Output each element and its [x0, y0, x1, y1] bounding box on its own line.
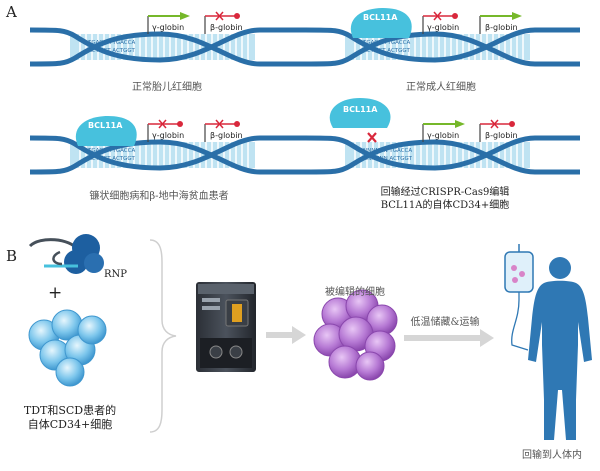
caption-edited-line2: BCL11A的自体CD34+细胞	[380, 200, 510, 211]
gamma-globin-label: γ-globin	[427, 131, 459, 140]
caption-patient: 镰状细胞病和β-地中海贫血患者	[89, 191, 229, 202]
seq-top: TGACCA TGACCA	[87, 40, 135, 46]
seq-top: TGACCA TGACCA	[362, 40, 410, 46]
iv-bag-icon	[504, 244, 534, 351]
beta-globin-label: β-globin	[210, 131, 243, 140]
caption-normal-adult: 正常成人红细胞	[406, 82, 476, 93]
seq-top: TGACCA TGACCA	[87, 148, 135, 154]
seq-bottom: ACTGGT ACTGGT	[88, 48, 135, 54]
dna-helix-patient: TGACCA TGACCA ACTGGT ACTGGT BCL11A γ-glo…	[29, 116, 305, 175]
patient-cells-label-line2: 自体CD34+细胞	[27, 418, 113, 431]
bcl11a-label: BCL11A	[363, 13, 398, 22]
flow-arrow-1	[266, 326, 306, 344]
cd34-cell-cluster	[28, 309, 107, 387]
dna-helix-normal-fetal: TGACCA TGACCA ACTGGT ACTGGT γ-globin β-g…	[29, 11, 305, 67]
dna-helix-normal-adult: TGACCA TGACCA ACTGGT ACTGGT BCL11A γ-glo…	[304, 8, 580, 67]
beta-globin-label: β-globin	[485, 23, 518, 32]
reinfusion-label: 回输到人体内	[522, 450, 582, 461]
gamma-globin-label: γ-globin	[427, 23, 459, 32]
caption-edited-line1: 回输经过CRISPR-Cas9编辑	[380, 187, 510, 198]
electroporation-device-icon	[196, 282, 256, 372]
panel-b-letter: B	[6, 247, 18, 265]
seq-edited-bottom: NNNNNN ACTGGT	[363, 156, 413, 162]
flow-arrow-2	[404, 329, 494, 347]
seq-bottom: ACTGGT ACTGGT	[363, 48, 410, 54]
bcl11a-label: BCL11A	[343, 105, 378, 114]
bcl11a-label: BCL11A	[88, 121, 123, 130]
bcl11a-protein	[75, 116, 137, 146]
beta-globin-label: β-globin	[485, 131, 518, 140]
seq-bottom: ACTGGT ACTGGT	[88, 156, 135, 162]
patient-cells-label-line1: TDT和SCD患者的	[23, 404, 117, 417]
caption-normal-fetal: 正常胎儿红细胞	[132, 82, 202, 93]
edited-cells-label: 被编辑的细胞	[325, 287, 385, 298]
human-silhouette-icon	[528, 257, 592, 440]
rnp-complex-icon	[28, 234, 104, 274]
beta-globin-label: β-globin	[210, 23, 243, 32]
gamma-globin-label: γ-globin	[152, 131, 184, 140]
bcl11a-protein-detached	[329, 98, 391, 128]
plus-sign: +	[48, 283, 63, 303]
storage-transport-label: 低温储藏&运输	[410, 317, 480, 328]
gamma-globin-label: γ-globin	[152, 23, 184, 32]
grouping-bracket	[149, 239, 177, 433]
rnp-label: RNP	[104, 269, 128, 280]
seq-edited-top: NNNNNN TGACCA	[363, 148, 412, 154]
cross-icon	[367, 132, 377, 143]
panel-a-letter: A	[6, 3, 17, 21]
dna-helix-edited: NNNNNN TGACCA NNNNNN ACTGGT BCL11A γ-glo…	[304, 98, 580, 175]
bcl11a-protein	[350, 8, 412, 38]
edited-cell-cluster	[313, 289, 398, 381]
